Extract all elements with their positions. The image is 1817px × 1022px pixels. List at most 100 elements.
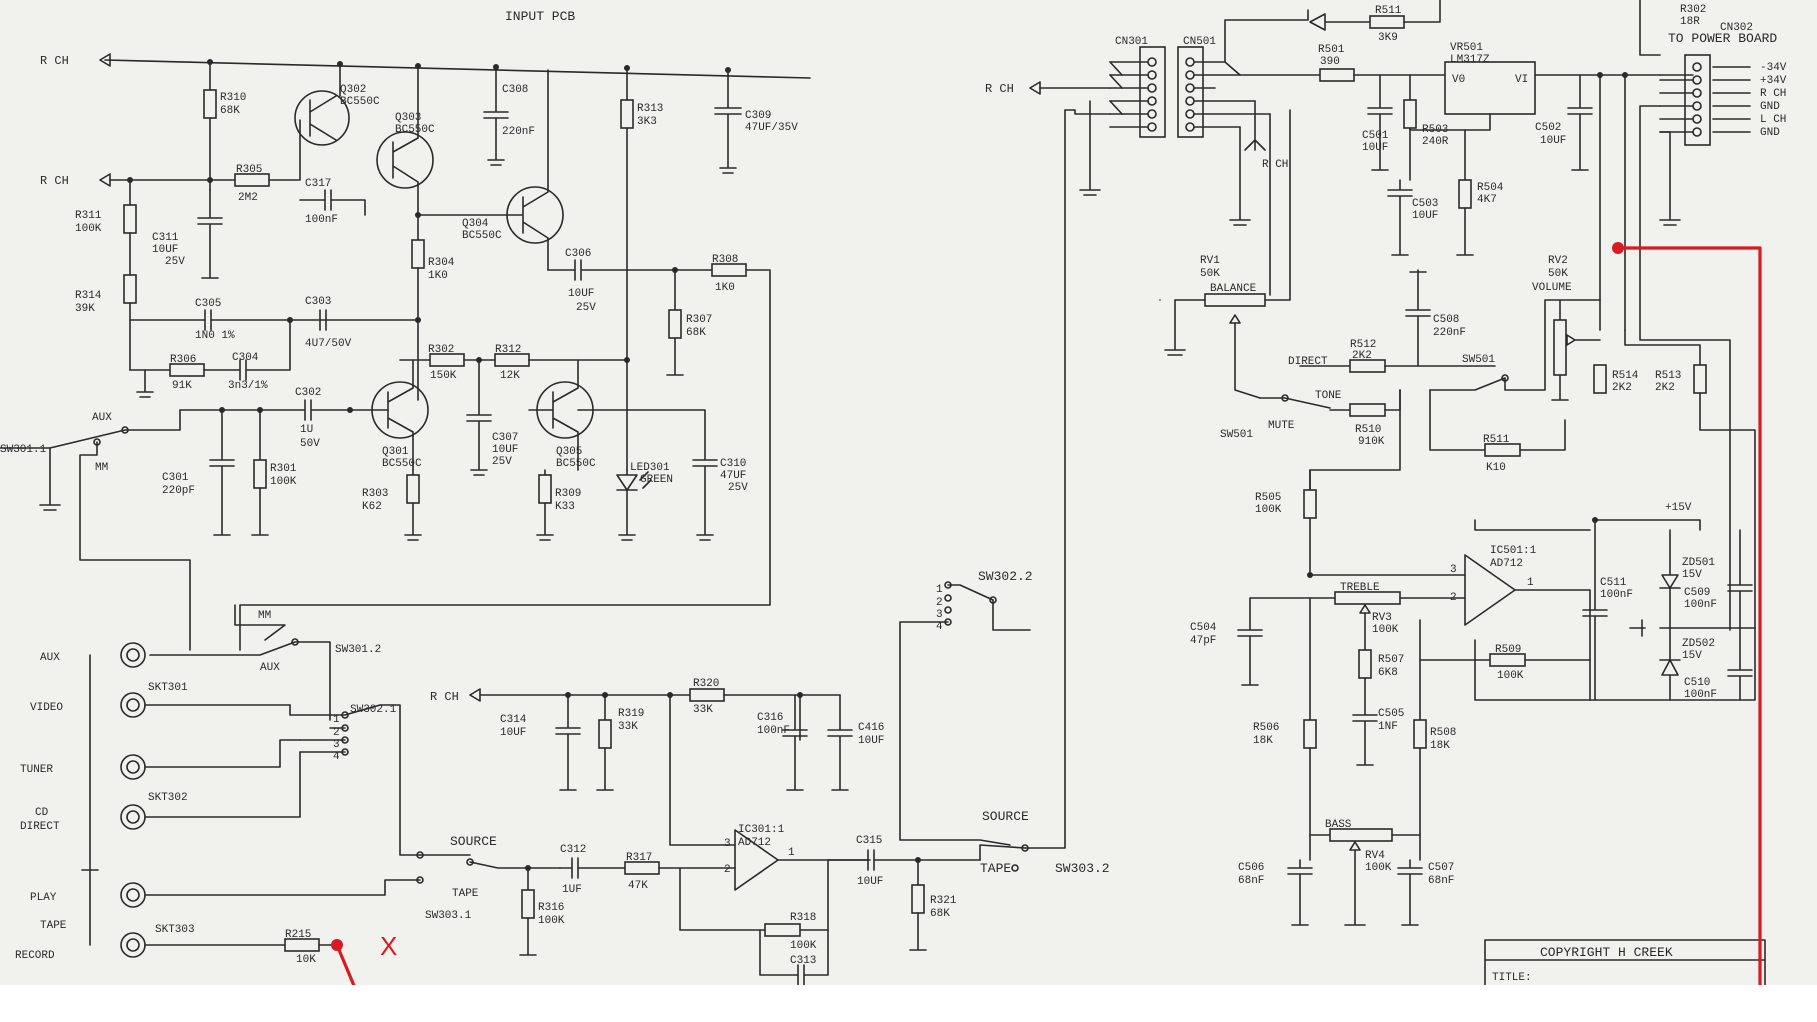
val-r319: 33K	[618, 721, 638, 733]
capacitor-c315: C315 10UF	[827, 835, 981, 888]
label-direct: DIRECT	[1288, 356, 1328, 368]
val-c315: 10UF	[857, 876, 883, 888]
cn302-description: TO POWER BOARD	[1668, 31, 1777, 46]
val-c304: 3n3/1%	[228, 380, 268, 392]
capacitor-c503: C503 10UF	[1387, 179, 1438, 256]
capacitor-c310: C310 47UF 25V	[577, 409, 748, 541]
val-r514: 2K2	[1612, 382, 1632, 394]
cn302-pin-4: GND	[1760, 101, 1780, 113]
ref-r312: R312	[495, 344, 521, 356]
socket-aux: AUX	[40, 642, 146, 668]
val-c506: 68nF	[1238, 875, 1264, 887]
label-socket-tape: TAPE	[40, 920, 67, 932]
led-led301: LED301 GREEN	[616, 462, 673, 541]
ref-r215: R215	[285, 929, 311, 941]
val-c303: 4U7/50V	[305, 338, 352, 350]
val-c511: 100nF	[1600, 589, 1633, 601]
resistor-r321: R321 68K	[909, 857, 957, 951]
capacitor-c509: C509 100nF	[1684, 529, 1753, 629]
resistor-r306: R306 91K C304 3n3/1%	[129, 319, 291, 398]
resistor-r313: R313 3K3	[620, 65, 663, 471]
ref-c302: C302	[295, 387, 321, 399]
ref-rv3: RV3	[1372, 612, 1392, 624]
resistor-r311: R311 100K R314 39K	[75, 179, 137, 371]
val-c302: 1U	[300, 424, 313, 436]
mod-wire-end-dot	[1612, 242, 1624, 254]
capacitor-c311: C311 10UF 25V	[152, 189, 223, 279]
switch-sw302-1: SW302.1 1 2 3 4	[289, 704, 421, 856]
capacitor-c507: C507 68nF	[1397, 859, 1454, 926]
resistor-r309: R309 K33	[536, 469, 581, 541]
regulator-vr501: R511 3K9 R501 390 VR501 LM317Z V0 VI	[1224, 0, 1661, 131]
val-r310: 68K	[220, 105, 240, 117]
val-r509: 100K	[1497, 670, 1524, 682]
val-ic301: AD712	[738, 837, 771, 849]
net-label-r-ch: R CH	[40, 54, 69, 68]
val-c502: 10UF	[1540, 135, 1566, 147]
label-volume: VOLUME	[1532, 282, 1572, 294]
sw302-2-pin4: 4	[936, 621, 943, 633]
connector-cn302: CN302 TO POWER BOARD -34V +34V R CH GND …	[1599, 0, 1787, 631]
val-q305: BC550C	[556, 458, 596, 470]
sw302-1-pin3: 3	[333, 739, 340, 751]
resistor-r302: R302 150K R312 12K	[399, 344, 630, 382]
vr501-pin-vi: VI	[1515, 74, 1528, 86]
resistor-r317: R317 47K	[624, 852, 736, 892]
ref-c505: C505	[1378, 708, 1404, 720]
ref-r304: R304	[428, 257, 455, 269]
val-q302: BC550C	[340, 96, 380, 108]
cn302-pin-6: GND	[1760, 127, 1780, 139]
val-zd501: 15V	[1682, 569, 1702, 581]
ref-ic301: IC301:1	[738, 824, 785, 836]
ref-c501: C501	[1362, 130, 1389, 142]
val-r312: 12K	[500, 370, 520, 382]
capacitor-c303: C303 4U7/50V	[287, 296, 421, 350]
label-source-2: SOURCE	[982, 809, 1029, 824]
ref-r314: R314	[75, 290, 102, 302]
label-treble: TREBLE	[1340, 582, 1380, 594]
val-c509: 100nF	[1684, 599, 1717, 611]
ref-zd502: ZD502	[1682, 638, 1715, 650]
resistor-r316: R316 100K	[519, 865, 565, 956]
val-c310: 47UF	[720, 470, 746, 482]
capacitor-c305: C305 1N0 1%	[129, 298, 419, 342]
resistor-r511b: R511 K10	[1483, 419, 1566, 474]
capacitor-c309: C309 47UF/35V	[714, 67, 798, 174]
ref-c308: C308	[502, 84, 528, 96]
switch-sw301-1: SW301.1 AUX MM	[0, 409, 191, 651]
val-rv4: 100K	[1365, 862, 1392, 874]
val-r505: 100K	[1255, 504, 1282, 516]
ref-c506: C506	[1238, 862, 1264, 874]
ref-r506: R506	[1253, 722, 1279, 734]
resistor-r503: R503 240R	[1403, 74, 1449, 181]
val-c306: 10UF	[568, 288, 594, 300]
ref-r307: R307	[686, 314, 712, 326]
resistor-r320: R320 33K	[669, 678, 803, 846]
label-bass: BASS	[1325, 819, 1352, 831]
val-r314: 39K	[75, 303, 95, 315]
capacitor-c308: C308 220nF	[483, 64, 535, 166]
val-r215: 10K	[296, 954, 316, 966]
ref-c502: C502	[1535, 122, 1561, 134]
capacitor-c510: C510 100nF	[1659, 627, 1756, 701]
ref-r318: R318	[790, 912, 816, 924]
ref-sw302-1: SW302.1	[350, 704, 397, 716]
capacitor-c416: C416 10UF	[799, 694, 884, 791]
capacitor-c301: C301 220pF	[162, 409, 235, 536]
capacitor-c313: C313	[759, 929, 829, 986]
val-c308: 220nF	[502, 126, 535, 138]
ref-r319: R319	[618, 708, 644, 720]
ref-c313: C313	[790, 955, 816, 967]
val-r511: 3K9	[1378, 32, 1398, 44]
ref-c303: C303	[305, 296, 331, 308]
resistor-r504: R504 4K7	[1456, 129, 1504, 256]
val-c508: 220nF	[1433, 327, 1466, 339]
resistor-r307: R307 68K	[666, 269, 712, 376]
val-c314: 10UF	[500, 727, 526, 739]
copyright-text: COPYRIGHT H CREEK	[1540, 945, 1673, 960]
val-c305: 1N0 1%	[195, 330, 235, 342]
resistor-r304: R304 1K0	[411, 214, 455, 401]
ref-cn301: CN301	[1115, 36, 1148, 48]
